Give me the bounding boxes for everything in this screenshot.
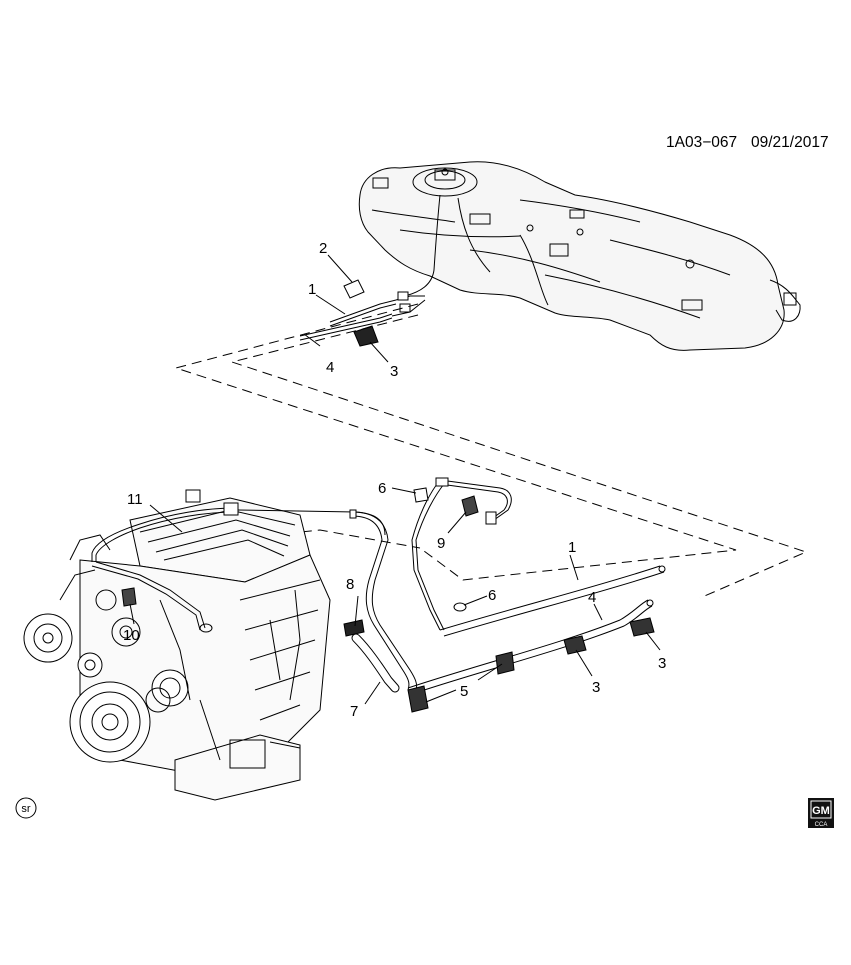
fuel-hose-7 [349, 509, 418, 693]
clip-3-middle [563, 635, 587, 655]
gm-logo-text: GM [812, 805, 830, 817]
clip-5-upper [495, 651, 515, 675]
clip-10 [121, 587, 137, 607]
clip-6-lower [453, 602, 467, 612]
callout-1-bottom: 1 [568, 539, 576, 556]
callout-3-top: 3 [390, 363, 398, 380]
diagram-date: 09/21/2017 [751, 134, 829, 151]
callout-7: 7 [350, 703, 358, 720]
callout-1-top: 1 [308, 281, 316, 298]
fuel-line-upper-return [411, 477, 512, 631]
callout-4-top: 4 [326, 359, 334, 376]
callout-4-bottom: 4 [588, 589, 596, 606]
callout-10: 10 [123, 627, 140, 644]
fuel-tank [358, 161, 801, 351]
diagram-code: 1A03−067 [666, 134, 737, 151]
fuel-line-11 [91, 502, 239, 633]
top-fuel-lines [299, 279, 426, 347]
clip-9 [461, 495, 479, 517]
callout-5: 5 [460, 683, 468, 700]
callout-11: 11 [127, 491, 143, 508]
gm-logo: GM CCA [808, 798, 834, 828]
clip-6-upper [413, 487, 429, 503]
clips [121, 487, 655, 713]
svg-text:sr: sr [21, 803, 31, 815]
callout-8: 8 [346, 576, 354, 593]
engine-assembly [23, 489, 331, 801]
fuel-lines-1-and-4 [407, 565, 666, 695]
clip-3-right [629, 617, 655, 637]
callout-6-upper: 6 [378, 480, 386, 497]
gm-logo-sub: CCA [815, 822, 828, 828]
callout-9: 9 [437, 535, 445, 552]
callouts: 2 1 4 3 11 6 9 1 8 6 4 10 3 3 5 7 [123, 240, 666, 720]
clip-8 [343, 619, 365, 637]
leader-lines [129, 254, 661, 705]
callout-6-lower: 6 [488, 587, 496, 604]
clip-5-lower [407, 685, 429, 713]
sr-badge: sr [15, 797, 37, 819]
callout-3-middle: 3 [592, 679, 600, 696]
callout-3-right: 3 [658, 655, 666, 672]
callout-2-top: 2 [319, 240, 327, 257]
